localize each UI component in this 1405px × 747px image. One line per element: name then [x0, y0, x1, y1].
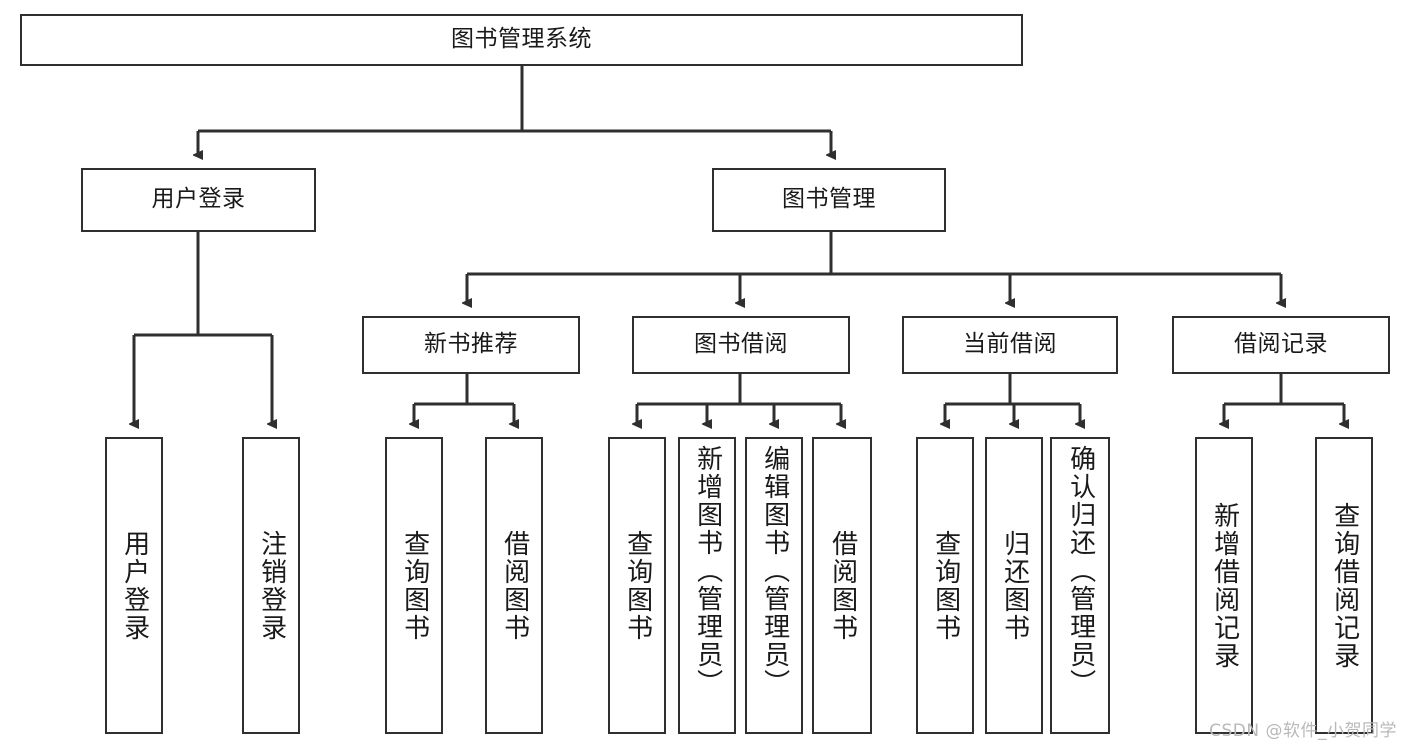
leaf-borrow-add-book-admin[interactable]: 新增图书（管理员） [678, 437, 736, 734]
leaf-user-login-signin[interactable]: 用户登录 [105, 437, 163, 734]
leaf-current-return-book[interactable]: 归还图书 [985, 437, 1043, 734]
node-label: 查询图书 [930, 529, 961, 642]
node-label: 新增借阅记录 [1209, 501, 1240, 670]
node-label: 图书借阅 [694, 331, 788, 358]
node-label: 编辑图书（管理员） [759, 445, 790, 697]
node-label: 查询图书 [399, 529, 430, 642]
csdn-watermark: CSDN @软件_小贺同学 [1209, 721, 1397, 741]
leaf-current-query-book[interactable]: 查询图书 [916, 437, 974, 734]
node-label: 借阅记录 [1234, 331, 1328, 358]
node-book-borrow[interactable]: 图书借阅 [632, 316, 850, 374]
node-label: 注销登录 [256, 529, 287, 642]
node-label: 确认归还（管理员） [1065, 445, 1096, 697]
node-label: 查询借阅记录 [1329, 501, 1360, 670]
leaf-current-confirm-return-admin[interactable]: 确认归还（管理员） [1050, 437, 1110, 734]
leaf-records-add-record[interactable]: 新增借阅记录 [1195, 437, 1253, 734]
node-current-borrow[interactable]: 当前借阅 [902, 316, 1118, 374]
node-label: 用户登录 [119, 529, 150, 642]
leaf-user-login-signout[interactable]: 注销登录 [242, 437, 300, 734]
leaf-borrow-borrow-book[interactable]: 借阅图书 [812, 437, 872, 734]
leaf-recommend-borrow-book[interactable]: 借阅图书 [485, 437, 543, 734]
node-label: 新书推荐 [424, 331, 518, 358]
node-user-login[interactable]: 用户登录 [81, 168, 316, 232]
node-label: 借阅图书 [827, 529, 858, 642]
node-label: 归还图书 [999, 529, 1030, 642]
leaf-recommend-query-book[interactable]: 查询图书 [385, 437, 443, 734]
node-label: 借阅图书 [499, 529, 530, 642]
node-root-system[interactable]: 图书管理系统 [20, 14, 1023, 66]
node-label: 查询图书 [622, 529, 653, 642]
leaf-records-query-record[interactable]: 查询借阅记录 [1315, 437, 1373, 734]
leaf-borrow-edit-book-admin[interactable]: 编辑图书（管理员） [745, 437, 803, 734]
node-label: 图书管理 [782, 186, 876, 213]
node-label: 新增图书（管理员） [692, 445, 723, 697]
node-borrow-records[interactable]: 借阅记录 [1172, 316, 1390, 374]
node-label: 当前借阅 [963, 331, 1057, 358]
node-label: 图书管理系统 [451, 26, 592, 53]
leaf-borrow-query-book[interactable]: 查询图书 [608, 437, 666, 734]
node-label: 用户登录 [151, 186, 246, 213]
node-book-management[interactable]: 图书管理 [712, 168, 946, 232]
node-new-book-recommend[interactable]: 新书推荐 [362, 316, 580, 374]
